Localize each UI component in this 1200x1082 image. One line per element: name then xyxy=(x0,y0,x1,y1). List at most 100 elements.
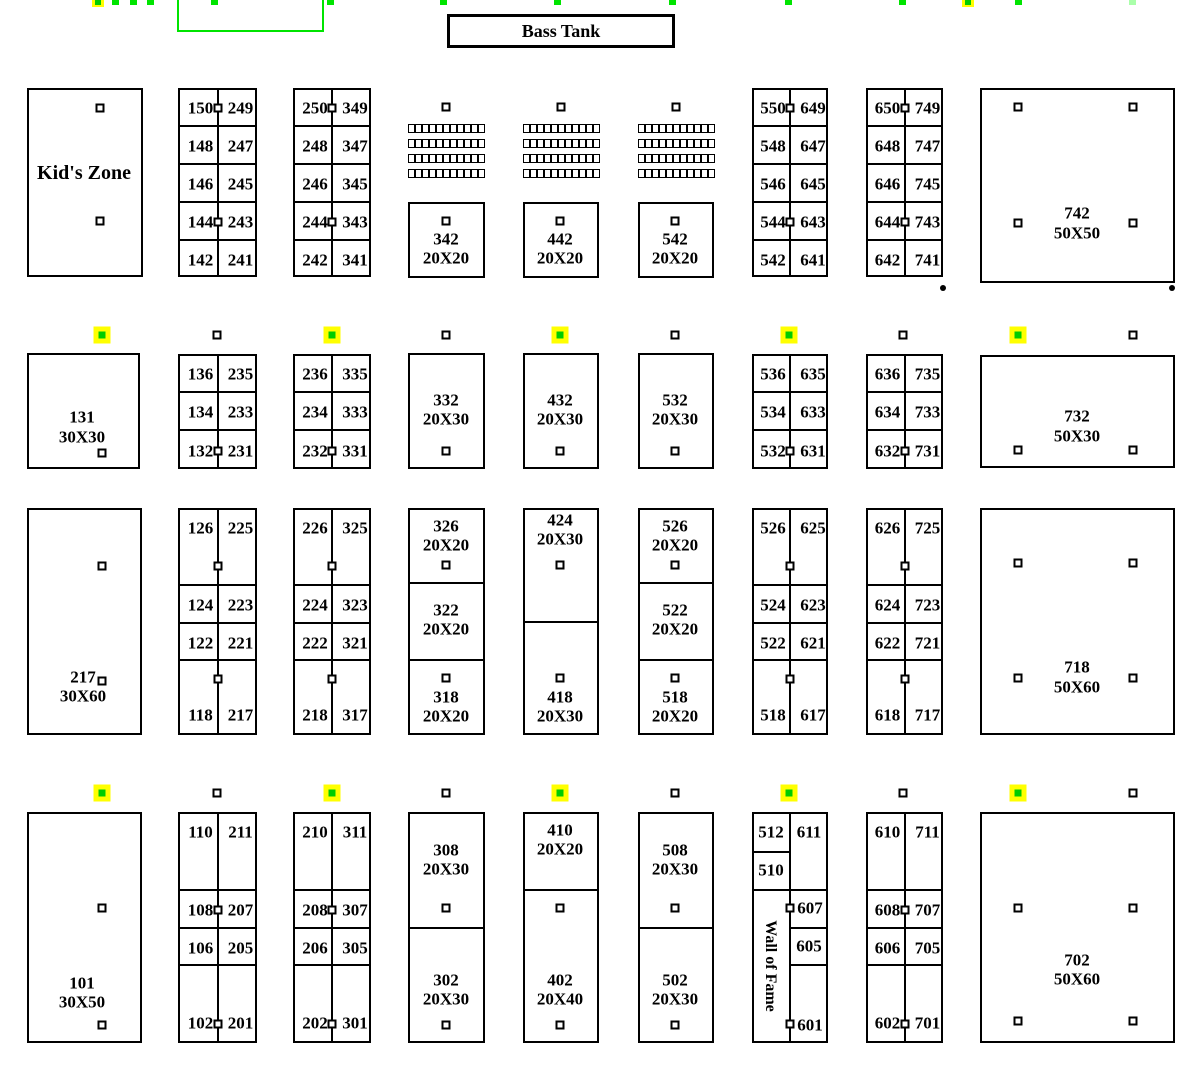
booth-221[interactable]: 221 xyxy=(227,633,254,652)
booth-342[interactable] xyxy=(408,202,485,278)
booths-526-522-518-label[interactable]: 522 xyxy=(662,600,688,620)
booth-210[interactable]: 210 xyxy=(302,822,328,842)
booth-233[interactable]: 233 xyxy=(227,402,254,422)
booth-524[interactable]: 524 xyxy=(760,595,786,615)
booth-707[interactable]: 707 xyxy=(914,900,941,920)
booth-534[interactable]: 534 xyxy=(760,402,786,422)
booth-245[interactable]: 245 xyxy=(227,174,254,194)
booth-701[interactable]: 701 xyxy=(914,1013,941,1033)
booths-508-502-label[interactable]: 502 xyxy=(662,970,688,990)
wall-of-fame-block-label[interactable]: 607 xyxy=(797,898,823,918)
booth-606[interactable]: 606 xyxy=(874,938,901,957)
booth-122[interactable]: 122 xyxy=(187,633,214,652)
booth-332[interactable] xyxy=(408,353,485,469)
booth-635[interactable]: 635 xyxy=(800,364,826,384)
booth-742-label[interactable]: 50X50 xyxy=(1053,223,1101,243)
booth-532[interactable]: 532 xyxy=(760,441,786,460)
wall-of-fame-block-label[interactable]: 611 xyxy=(796,822,822,842)
booths-410-402-label[interactable]: 20X40 xyxy=(536,989,584,1009)
booth-332-label[interactable]: 20X30 xyxy=(422,409,470,429)
booth-232[interactable]: 232 xyxy=(302,441,328,460)
booth-343[interactable]: 343 xyxy=(342,212,368,232)
booth-721[interactable]: 721 xyxy=(914,633,941,652)
booth-641[interactable]: 641 xyxy=(800,250,826,269)
highlighted-marker-icon[interactable] xyxy=(1009,784,1027,802)
booths-308-302-label[interactable]: 302 xyxy=(433,970,459,990)
booth-625[interactable]: 625 xyxy=(800,518,826,538)
booth-136[interactable]: 136 xyxy=(187,364,214,384)
booth-550[interactable]: 550 xyxy=(760,98,786,118)
booth-718[interactable] xyxy=(980,508,1175,735)
booth-347[interactable]: 347 xyxy=(342,136,368,156)
booths-424-418-label[interactable]: 418 xyxy=(547,687,573,707)
booth-705[interactable]: 705 xyxy=(914,938,941,957)
booths-308-302-label[interactable]: 20X30 xyxy=(422,859,470,879)
booth-235[interactable]: 235 xyxy=(227,364,254,384)
booths-326-322-318-label[interactable]: 318 xyxy=(433,687,459,707)
booth-642[interactable]: 642 xyxy=(874,250,901,269)
booths-526-522-518-label[interactable]: 518 xyxy=(662,687,688,707)
booth-723[interactable]: 723 xyxy=(914,595,941,615)
booth-217-block-label[interactable]: 217 xyxy=(70,667,96,687)
wall-of-fame-block-label[interactable]: 510 xyxy=(758,860,784,880)
booth-718-label[interactable]: 50X60 xyxy=(1053,677,1101,697)
booth-623[interactable]: 623 xyxy=(800,595,826,615)
kids-zone-label[interactable]: Kid's Zone xyxy=(37,162,131,184)
booth-621[interactable]: 621 xyxy=(800,633,826,652)
booths-326-322-318[interactable] xyxy=(408,508,485,735)
booth-222[interactable]: 222 xyxy=(302,633,328,652)
booth-626[interactable]: 626 xyxy=(874,518,901,538)
booth-206[interactable]: 206 xyxy=(302,938,328,957)
booth-742[interactable] xyxy=(980,88,1175,283)
highlighted-marker-icon[interactable] xyxy=(93,326,111,344)
booths-326-322-318-label[interactable]: 20X20 xyxy=(422,619,470,639)
booth-617[interactable]: 617 xyxy=(800,705,826,725)
booth-148[interactable]: 148 xyxy=(187,136,214,156)
booth-342-label[interactable]: 342 xyxy=(433,229,459,249)
booth-307[interactable]: 307 xyxy=(342,900,368,920)
booth-532-label[interactable]: 20X30 xyxy=(651,409,699,429)
booth-718-label[interactable]: 718 xyxy=(1064,657,1090,677)
booths-508-502-label[interactable]: 20X30 xyxy=(651,859,699,879)
highlighted-marker-icon[interactable] xyxy=(780,784,798,802)
booth-742-label[interactable]: 742 xyxy=(1064,203,1090,223)
highlighted-marker-icon[interactable] xyxy=(780,326,798,344)
booth-749[interactable]: 749 xyxy=(914,98,941,118)
booth-218[interactable]: 218 xyxy=(302,705,328,725)
booth-622[interactable]: 622 xyxy=(874,633,901,652)
booth-442-label[interactable]: 20X20 xyxy=(536,248,584,268)
wall-of-fame-block-label[interactable]: 512 xyxy=(758,822,784,842)
booth-102[interactable]: 102 xyxy=(187,1013,214,1033)
booth-610[interactable]: 610 xyxy=(874,822,901,842)
booths-410-402-label[interactable]: 402 xyxy=(547,970,573,990)
booth-224[interactable]: 224 xyxy=(302,595,328,615)
booth-250[interactable]: 250 xyxy=(302,98,328,118)
booth-711[interactable]: 711 xyxy=(915,822,940,842)
booth-745[interactable]: 745 xyxy=(914,174,941,194)
booth-646[interactable]: 646 xyxy=(874,174,901,194)
booth-532-label[interactable]: 532 xyxy=(662,390,688,410)
booth-747[interactable]: 747 xyxy=(914,136,941,156)
booth-317[interactable]: 317 xyxy=(342,705,368,725)
booth-647[interactable]: 647 xyxy=(800,136,826,156)
wall-of-fame-block-label[interactable]: 605 xyxy=(796,936,822,956)
highlighted-marker-icon[interactable] xyxy=(551,784,569,802)
booth-650[interactable]: 650 xyxy=(874,98,901,118)
booths-410-402-label[interactable]: 20X20 xyxy=(536,839,584,859)
booth-633[interactable]: 633 xyxy=(800,402,826,422)
highlighted-marker-icon[interactable] xyxy=(1009,326,1027,344)
booths-410-402-label[interactable]: 410 xyxy=(547,820,573,840)
booth-542[interactable]: 542 xyxy=(760,250,786,269)
booth-207[interactable]: 207 xyxy=(227,900,254,920)
booths-526-522-518-label[interactable]: 526 xyxy=(662,516,688,536)
booth-108[interactable]: 108 xyxy=(187,900,214,920)
booth-242[interactable]: 242 xyxy=(302,250,328,269)
booth-134[interactable]: 134 xyxy=(187,402,214,422)
wall-of-fame-block-label[interactable]: Wall of Fame xyxy=(762,920,779,1012)
booth-301[interactable]: 301 xyxy=(342,1013,368,1033)
booth-246[interactable]: 246 xyxy=(302,174,328,194)
booth-131-label[interactable]: 131 xyxy=(69,407,95,427)
booth-333[interactable]: 333 xyxy=(342,402,368,422)
booth-106[interactable]: 106 xyxy=(187,938,214,957)
booths-308-302-label[interactable]: 308 xyxy=(433,840,459,860)
